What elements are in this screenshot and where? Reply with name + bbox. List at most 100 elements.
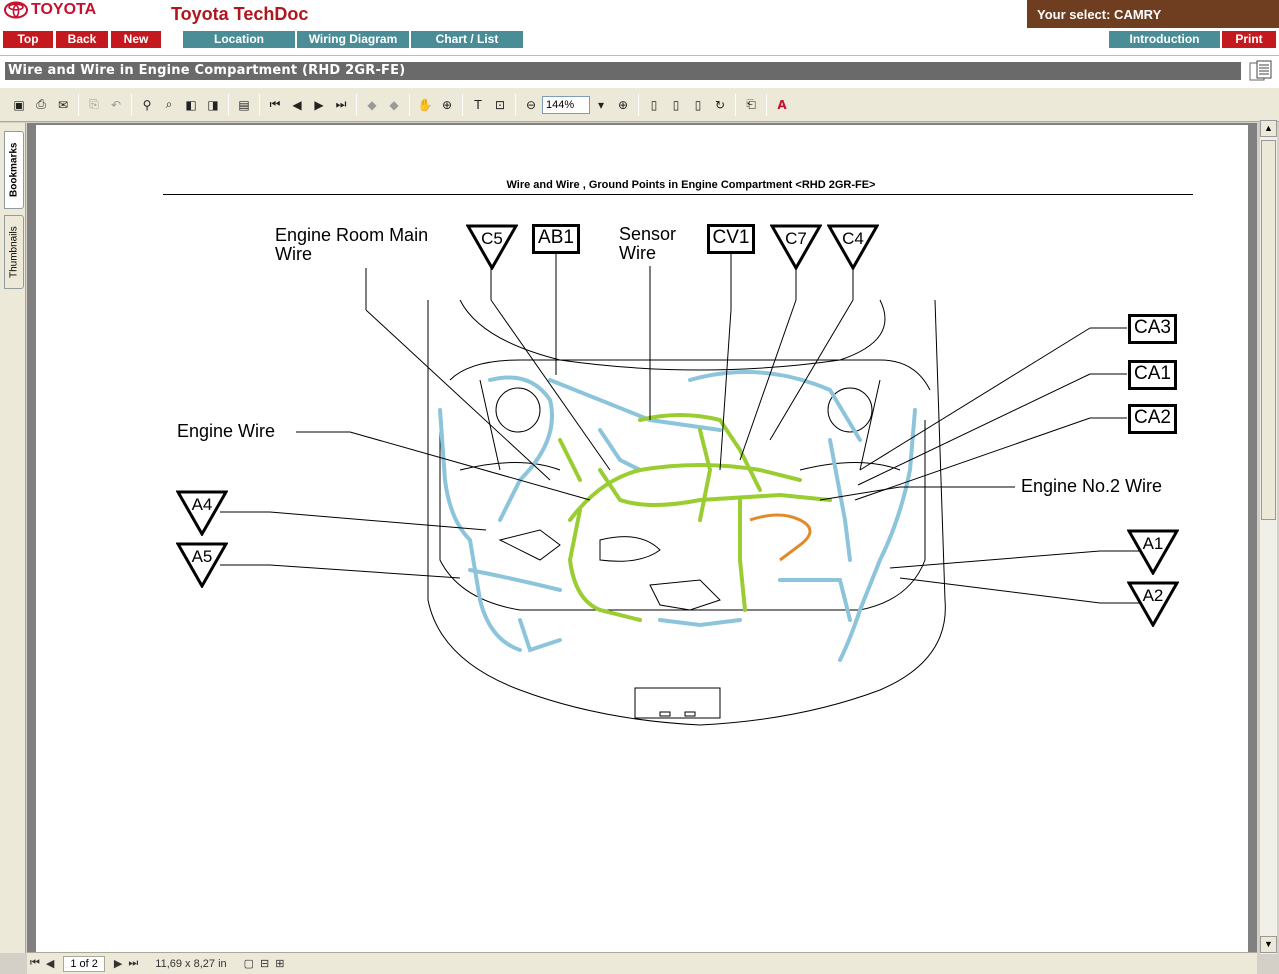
toolbar-separator bbox=[228, 93, 229, 116]
email-icon[interactable]: ✉ bbox=[57, 97, 69, 112]
toyota-logo: TOYOTA bbox=[3, 1, 96, 19]
toolbar-separator bbox=[131, 93, 132, 116]
ground-point-a2: A2 bbox=[1127, 581, 1179, 627]
print-icon[interactable]: ⎙ bbox=[36, 97, 46, 111]
page-heading: Wire and Wire , Ground Points in Engine … bbox=[506, 179, 876, 191]
single-page-icon[interactable]: ▢ bbox=[243, 958, 255, 970]
fit-page-icon[interactable]: ▯ bbox=[672, 97, 680, 112]
document-list-icon[interactable] bbox=[1249, 60, 1273, 82]
wiring-diagram bbox=[220, 252, 1140, 726]
new-button[interactable]: New bbox=[111, 31, 161, 48]
scroll-up-icon[interactable]: ▲ bbox=[1260, 120, 1277, 137]
pdf-viewer: ▣ ⎙ ✉ ⎘ ↶ ⚲ ⌕ ◧ ◨ ▤ ⏮ ◀ ▶ ⏭ ◆ ◆ ✋ ⊕ T ⊡ … bbox=[0, 88, 1279, 974]
text-select-icon[interactable]: T bbox=[474, 97, 482, 112]
pdf-status-bar: ⏮ ◀ 1 of 2 ▶ ⏭ 11,69 x 8,27 in ▢ ⊟ ⊞ bbox=[27, 952, 1257, 974]
previous-view-icon[interactable]: ◧ bbox=[185, 97, 197, 112]
ground-point-c4: C4 bbox=[827, 224, 879, 270]
wiring-diagram-button[interactable]: Wiring Diagram bbox=[297, 31, 409, 48]
rotate-icon[interactable]: ↻ bbox=[714, 97, 726, 112]
ground-point-a4: A4 bbox=[176, 490, 228, 536]
tab-bookmarks[interactable]: Bookmarks bbox=[4, 131, 24, 209]
next-page-icon[interactable]: ▶ bbox=[314, 97, 324, 112]
fit-width-icon[interactable]: ▯ bbox=[694, 97, 702, 112]
document-title-bar: Wire and Wire in Engine Compartment (RHD… bbox=[5, 62, 1241, 80]
zoom-tool-icon[interactable]: ⊕ bbox=[441, 97, 453, 112]
toolbar-separator bbox=[766, 93, 767, 116]
print-button[interactable]: Print bbox=[1222, 31, 1276, 48]
ground-point-a1-label: A1 bbox=[1142, 534, 1164, 553]
zoom-in-icon[interactable]: ⊕ bbox=[617, 97, 629, 112]
connector-ab1: AB1 bbox=[532, 224, 580, 254]
facing-icon[interactable]: ⊞ bbox=[275, 958, 285, 970]
sensor-wire-label: Sensor Wire bbox=[619, 224, 677, 263]
find-icon[interactable]: ⚲ bbox=[142, 97, 152, 112]
heading-rule bbox=[163, 194, 1193, 195]
navigation-pane-tabs: Bookmarks Thumbnails bbox=[0, 123, 26, 953]
chart-list-button[interactable]: Chart / List bbox=[411, 31, 523, 48]
toolbar-separator bbox=[409, 93, 410, 116]
vertical-scrollbar[interactable]: ▲ ▼ bbox=[1259, 120, 1277, 954]
copy-icon[interactable]: ⎘ bbox=[89, 97, 99, 111]
next-page-icon[interactable]: ▶ bbox=[113, 958, 123, 970]
next-view-icon[interactable]: ◨ bbox=[207, 97, 219, 112]
scroll-thumb[interactable] bbox=[1261, 140, 1276, 520]
toolbar-separator bbox=[259, 93, 260, 116]
page-indicator[interactable]: 1 of 2 bbox=[63, 955, 105, 972]
connector-ca3: CA3 bbox=[1128, 314, 1177, 344]
ground-point-c5: C5 bbox=[466, 224, 518, 270]
continuous-icon[interactable]: ⊟ bbox=[260, 958, 270, 970]
pages-icon[interactable]: ⎗ bbox=[746, 97, 756, 111]
ground-point-c7: C7 bbox=[770, 224, 822, 270]
zoom-out-icon[interactable]: ⊖ bbox=[525, 97, 537, 112]
hand-tool-icon[interactable]: ✋ bbox=[417, 97, 433, 112]
adobe-icon[interactable]: A bbox=[777, 97, 787, 112]
page-layout-icon[interactable]: ▤ bbox=[238, 97, 250, 112]
document-page: Wire and Wire , Ground Points in Engine … bbox=[36, 125, 1248, 953]
go-back-icon[interactable]: ◆ bbox=[367, 97, 377, 112]
toolbar-separator bbox=[462, 93, 463, 116]
app-header: TOYOTA Toyota TechDoc Your select: CAMRY… bbox=[0, 0, 1279, 58]
ground-point-c4-label: C4 bbox=[842, 229, 864, 248]
ground-point-a5-label: A5 bbox=[191, 547, 213, 566]
last-page-icon[interactable]: ⏭ bbox=[335, 97, 347, 111]
toolbar-separator bbox=[515, 93, 516, 116]
scroll-down-icon[interactable]: ▼ bbox=[1260, 936, 1277, 953]
introduction-button[interactable]: Introduction bbox=[1109, 31, 1220, 48]
connector-cv1: CV1 bbox=[707, 224, 755, 254]
ground-point-a4-label: A4 bbox=[191, 495, 213, 514]
previous-page-icon[interactable]: ◀ bbox=[45, 958, 55, 970]
ground-point-c7-label: C7 bbox=[785, 229, 807, 248]
page-size: 11,69 x 8,27 in bbox=[155, 957, 227, 970]
save-icon[interactable]: ▣ bbox=[13, 97, 25, 112]
zoom-input[interactable]: 144% bbox=[542, 95, 590, 114]
toolbar-separator bbox=[638, 93, 639, 116]
logo-text: TOYOTA bbox=[31, 1, 97, 18]
top-button[interactable]: Top bbox=[3, 31, 53, 48]
location-button[interactable]: Location bbox=[183, 31, 295, 48]
back-button[interactable]: Back bbox=[56, 31, 108, 48]
zoom-dropdown-icon[interactable]: ▾ bbox=[597, 97, 605, 112]
previous-page-icon[interactable]: ◀ bbox=[292, 97, 302, 112]
actual-size-icon[interactable]: ▯ bbox=[650, 97, 658, 112]
header-divider bbox=[0, 55, 1279, 56]
connector-ca1: CA1 bbox=[1128, 360, 1177, 390]
vehicle-selection: Your select: CAMRY bbox=[1027, 0, 1279, 28]
last-page-icon[interactable]: ⏭ bbox=[128, 957, 139, 969]
tab-thumbnails[interactable]: Thumbnails bbox=[4, 215, 24, 289]
first-page-icon[interactable]: ⏮ bbox=[30, 957, 40, 969]
engine-wire-label: Engine Wire bbox=[177, 421, 276, 441]
snapshot-icon[interactable]: ⊡ bbox=[494, 97, 506, 112]
toolbar-separator bbox=[356, 93, 357, 116]
toolbar-separator bbox=[78, 93, 79, 116]
search-icon[interactable]: ⌕ bbox=[165, 97, 173, 111]
engine-no2-wire-label: Engine No.2 Wire bbox=[1021, 476, 1163, 496]
document-canvas: Wire and Wire , Ground Points in Engine … bbox=[27, 123, 1257, 953]
first-page-icon[interactable]: ⏮ bbox=[269, 97, 281, 111]
pdf-toolbar: ▣ ⎙ ✉ ⎘ ↶ ⚲ ⌕ ◧ ◨ ▤ ⏮ ◀ ▶ ⏭ ◆ ◆ ✋ ⊕ T ⊡ … bbox=[0, 88, 1279, 122]
go-forward-icon[interactable]: ◆ bbox=[389, 97, 399, 112]
engine-room-main-wire-label: Engine Room Main Wire bbox=[275, 225, 429, 264]
toolbar-separator bbox=[735, 93, 736, 116]
ground-point-a2-label: A2 bbox=[1142, 586, 1164, 605]
undo-icon[interactable]: ↶ bbox=[110, 97, 122, 112]
toyota-emblem-icon bbox=[4, 1, 28, 19]
